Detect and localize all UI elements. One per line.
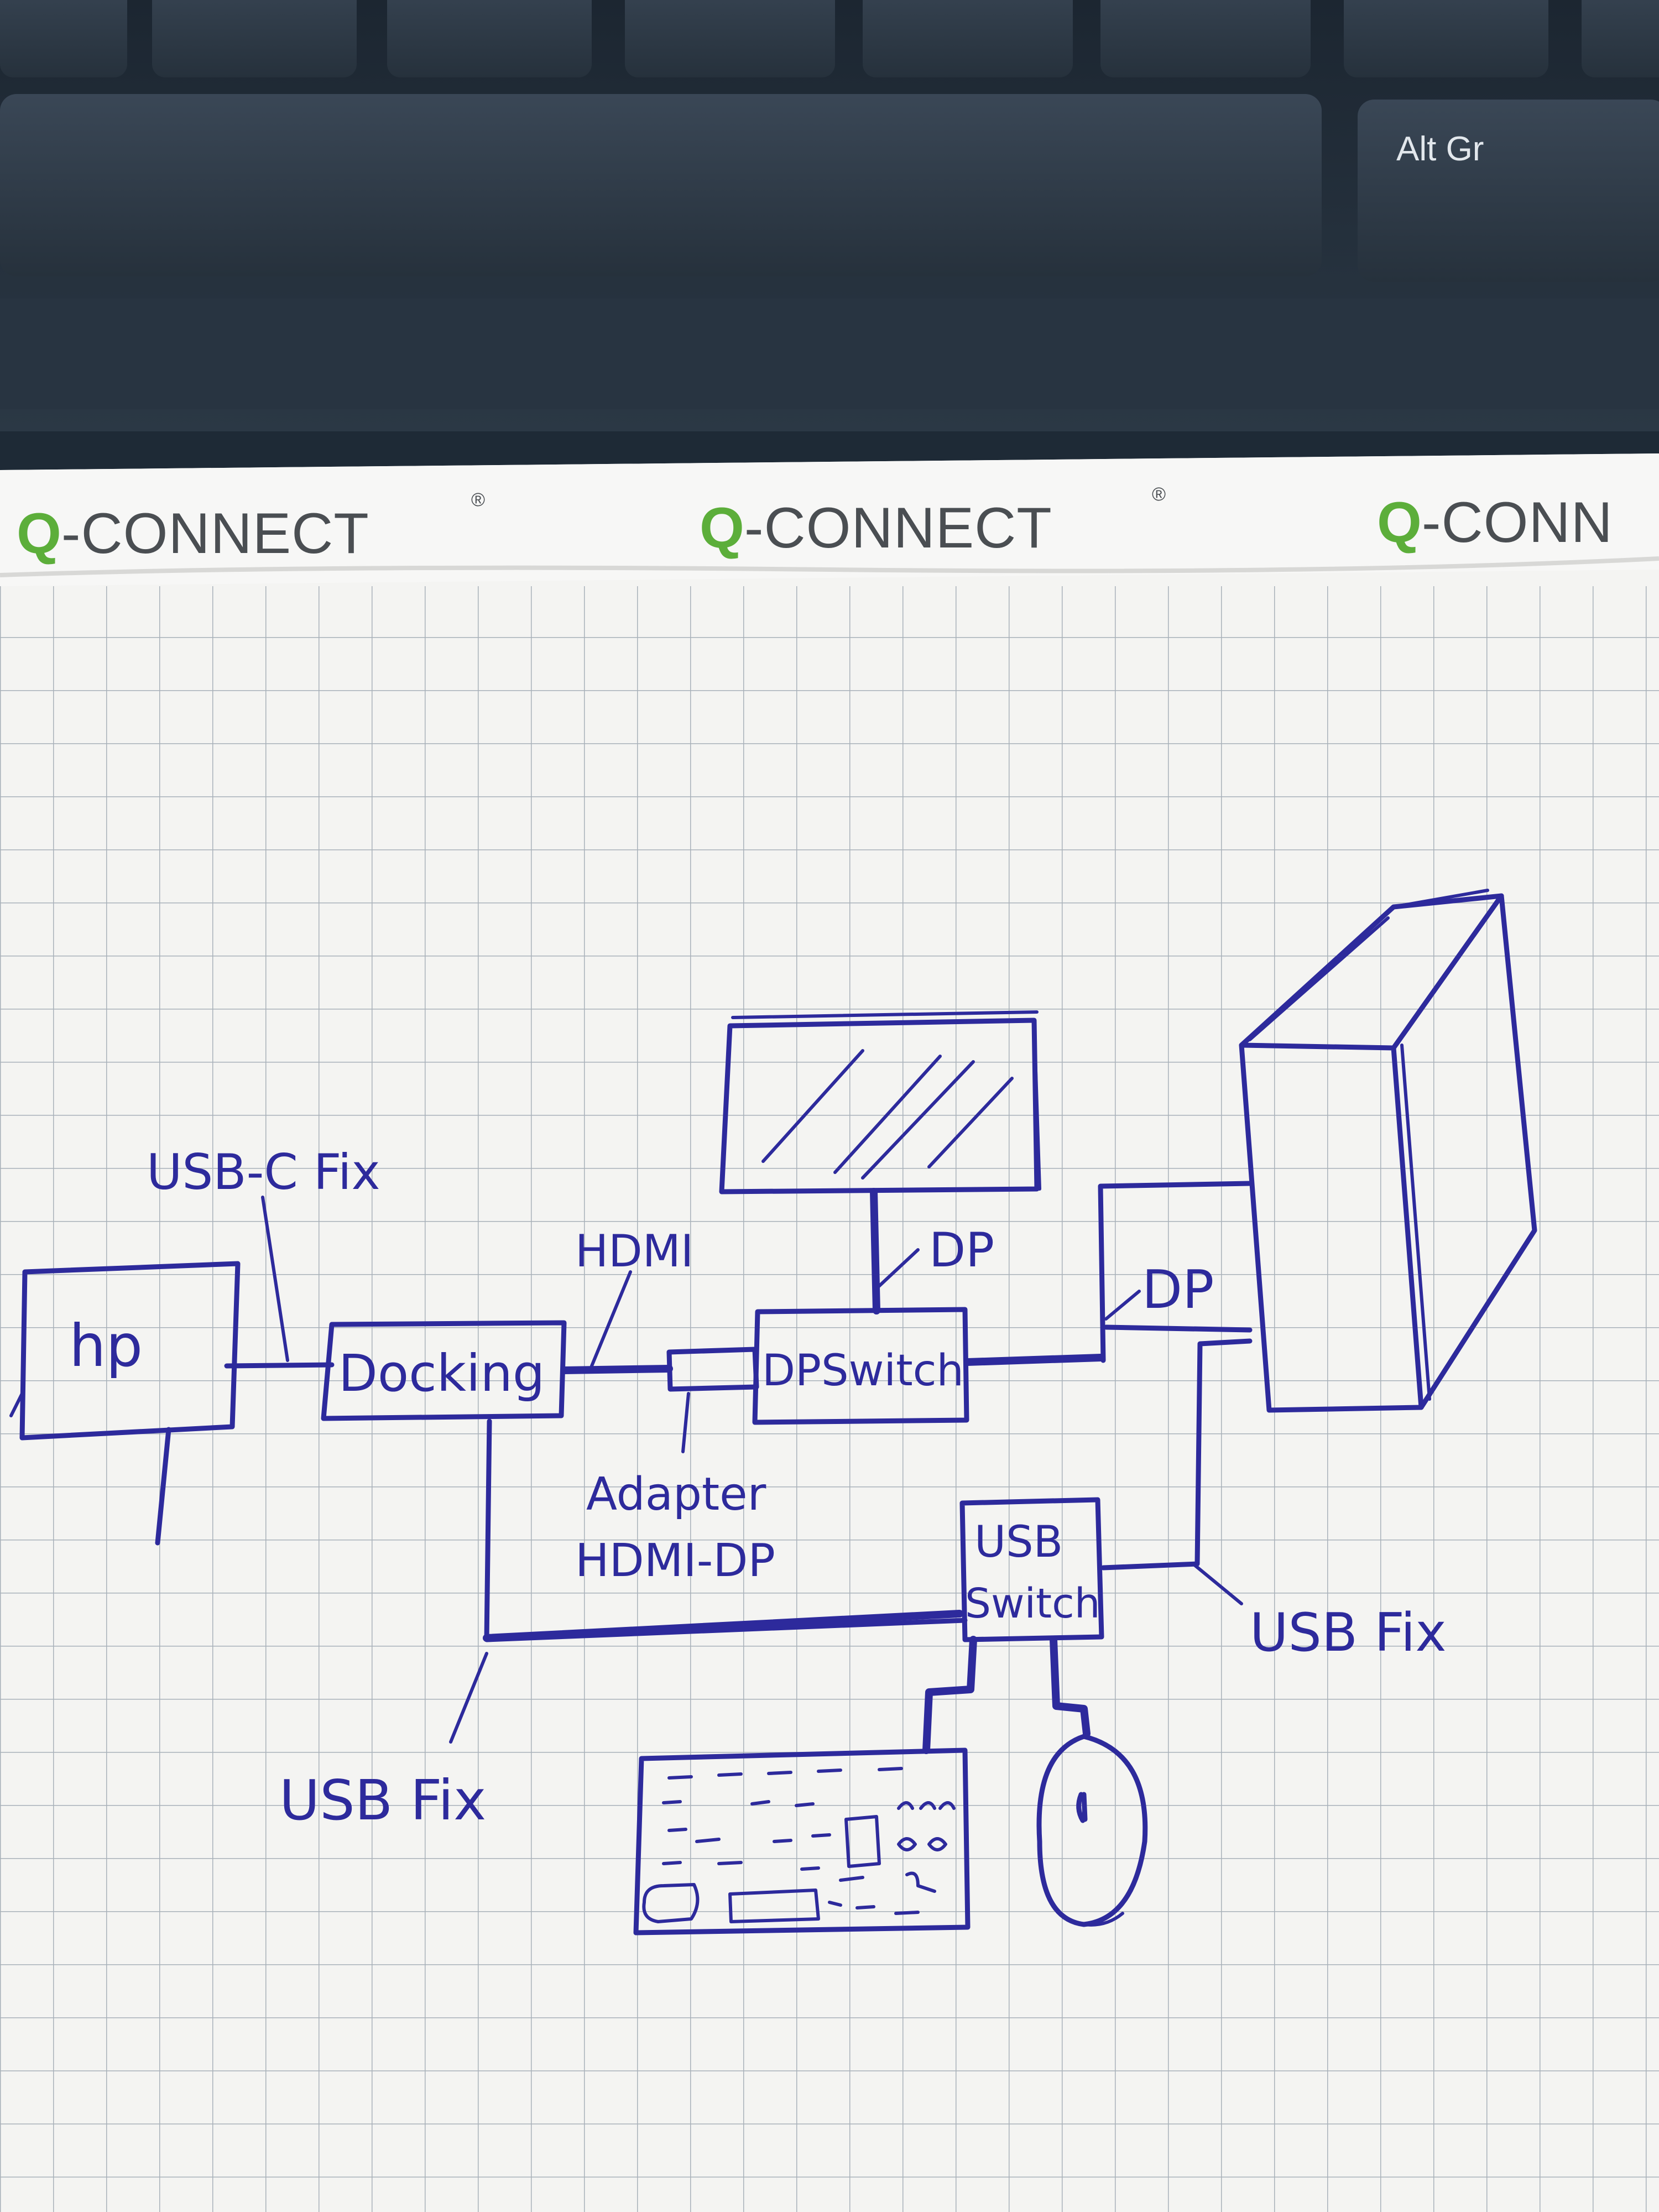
keycap bbox=[387, 0, 592, 77]
usb-fix-left-label: USB Fix bbox=[279, 1768, 486, 1833]
hdmi-label: HDMI bbox=[575, 1225, 693, 1277]
dp-monitor-label: DP bbox=[929, 1223, 994, 1278]
keycap bbox=[0, 0, 127, 77]
usb-switch-label-line1: USB bbox=[974, 1517, 1063, 1567]
keycap bbox=[152, 0, 357, 77]
usb-c-fix-label: USB-C Fix bbox=[147, 1144, 380, 1201]
keycap bbox=[1344, 0, 1548, 77]
laptop-label: hp bbox=[69, 1312, 143, 1380]
altgr-label: Alt Gr bbox=[1396, 130, 1484, 168]
brand-registered-mark: ® bbox=[1152, 484, 1166, 505]
adapter-label-line1: Adapter bbox=[586, 1468, 766, 1521]
dp-switch-label: DPSwitch bbox=[762, 1346, 964, 1396]
altgr-key: Alt Gr bbox=[1358, 100, 1659, 282]
usb-fix-right-label: USB Fix bbox=[1250, 1603, 1447, 1663]
spacebar-keycap bbox=[0, 94, 1322, 276]
keycap bbox=[625, 0, 835, 77]
brand-logo: Q-CONNECT bbox=[700, 496, 1052, 560]
brand-registered-mark: ® bbox=[471, 489, 485, 510]
adapter-label-line2: HDMI-DP bbox=[575, 1535, 775, 1587]
keycap bbox=[1582, 0, 1659, 77]
keyboard: Alt Gr bbox=[0, 0, 1659, 431]
keycap bbox=[863, 0, 1073, 77]
keycap bbox=[1100, 0, 1311, 77]
graph-paper-grid bbox=[0, 586, 1659, 2212]
usb-switch-label-line2: Switch bbox=[965, 1580, 1100, 1627]
notepad: Q-CONNECT ® Q-CONNECT ® Q-CONN bbox=[0, 453, 1659, 2212]
brand-logo: Q-CONNECT bbox=[17, 502, 369, 566]
dp-tower-label: DP bbox=[1142, 1260, 1214, 1321]
docking-label: Docking bbox=[338, 1344, 545, 1403]
brand-logo-partial: Q-CONN bbox=[1377, 491, 1613, 555]
